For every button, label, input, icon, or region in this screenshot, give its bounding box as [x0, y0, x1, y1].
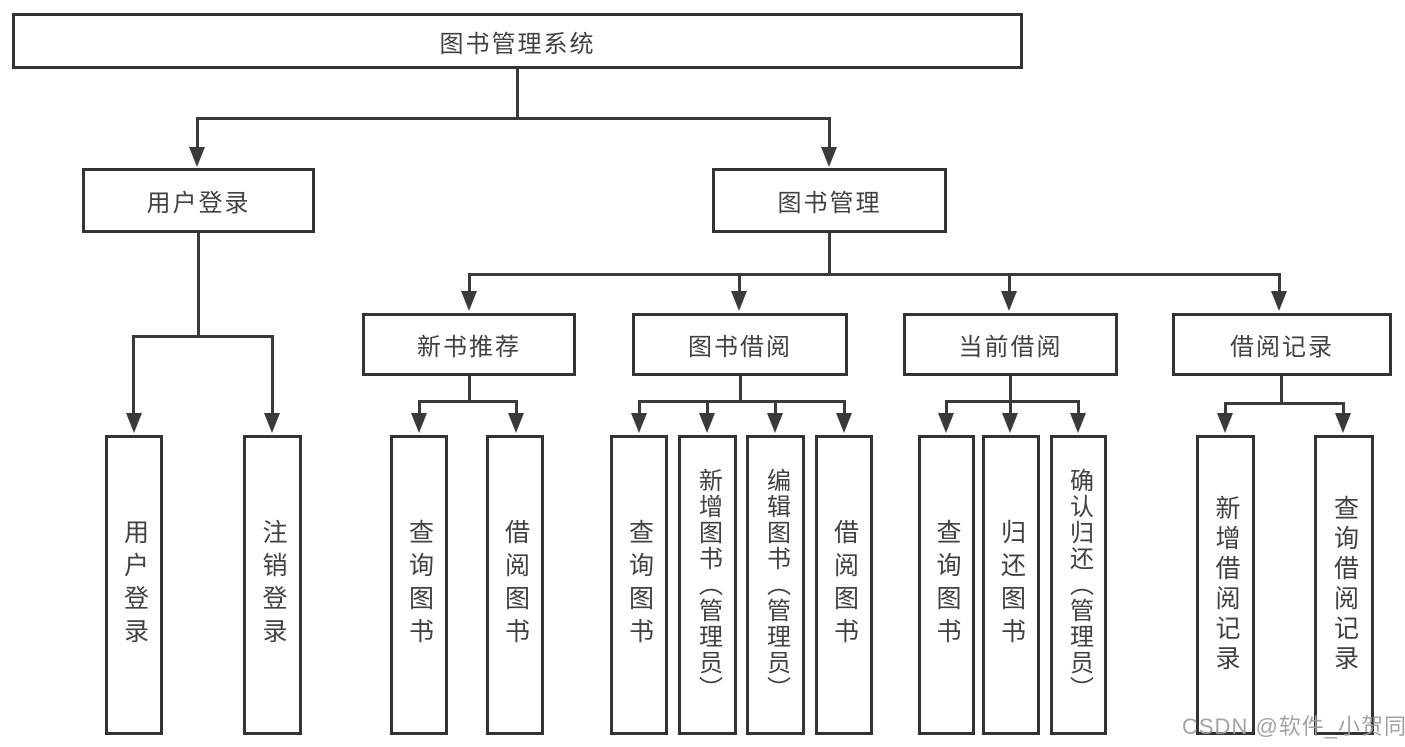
connector-line — [132, 335, 273, 338]
node-borrowing-records: 借阅记录 — [1172, 313, 1392, 376]
connector-line — [197, 117, 831, 120]
node-label: 查询借阅记录 — [1330, 495, 1359, 675]
connector-line — [468, 376, 471, 402]
arrow-down-icon — [938, 413, 954, 433]
node-label: 用户登录 — [146, 190, 251, 217]
connector-line — [132, 335, 135, 417]
connector-line — [418, 400, 518, 403]
node-new-book-recommendation: 新书推荐 — [362, 313, 576, 376]
node-book-management: 图书管理 — [712, 168, 947, 233]
connector-line — [706, 400, 709, 416]
node-label: 查询图书 — [625, 519, 654, 651]
arrow-down-icon — [731, 291, 747, 311]
arrow-down-icon — [631, 413, 647, 433]
node-label: 图书借阅 — [688, 334, 792, 361]
connector-line — [738, 273, 741, 295]
node-label: 图书管理 — [777, 190, 882, 217]
leaf-query-books-current: 查询图书 — [918, 435, 975, 735]
arrow-down-icon — [189, 147, 205, 167]
node-label: 查询图书 — [405, 519, 434, 651]
connector-line — [828, 117, 831, 151]
connector-line — [1009, 400, 1012, 416]
node-label: 借阅记录 — [1230, 334, 1334, 361]
arrow-down-icon — [411, 413, 427, 433]
arrow-down-icon — [508, 413, 524, 433]
connector-line — [638, 400, 641, 416]
node-label: 新增借阅记录 — [1212, 495, 1240, 675]
connector-line — [945, 400, 1079, 403]
arrow-down-icon — [767, 413, 783, 433]
leaf-query-borrow-record: 查询借阅记录 — [1314, 435, 1374, 735]
connector-line — [196, 117, 199, 151]
connector-line — [1009, 376, 1012, 402]
leaf-query-books-recommend: 查询图书 — [390, 435, 448, 735]
node-label: 当前借阅 — [958, 334, 1063, 361]
connector-line — [516, 68, 519, 118]
node-label: 查询图书 — [933, 519, 961, 651]
connector-line — [843, 400, 846, 416]
leaf-return-books: 归还图书 — [982, 435, 1040, 735]
connector-line — [774, 400, 777, 416]
connector-line — [1008, 273, 1011, 295]
node-label: 注销登录 — [259, 519, 287, 651]
leaf-logout: 注销登录 — [243, 435, 302, 735]
node-label: 新增图书（管理员） — [694, 468, 722, 702]
watermark: CSDN @软件_小贺同学 — [1182, 714, 1405, 739]
arrow-down-icon — [836, 413, 852, 433]
connector-line — [468, 273, 1281, 276]
node-current-borrowing: 当前借阅 — [903, 313, 1118, 376]
arrow-down-icon — [1001, 291, 1017, 311]
connector-line — [945, 400, 948, 416]
arrow-down-icon — [126, 413, 142, 433]
arrow-down-icon — [1335, 413, 1351, 433]
connector-line — [197, 233, 200, 337]
leaf-add-borrow-record: 新增借阅记录 — [1196, 435, 1255, 735]
node-label: 编辑图书（管理员） — [762, 468, 790, 702]
leaf-edit-books-admin: 编辑图书（管理员） — [746, 435, 805, 735]
node-label: 新书推荐 — [417, 334, 521, 361]
leaf-add-books-admin: 新增图书（管理员） — [678, 435, 737, 735]
arrow-down-icon — [1070, 413, 1086, 433]
connector-line — [1224, 402, 1227, 416]
node-user-login: 用户登录 — [82, 168, 315, 233]
arrow-down-icon — [461, 291, 477, 311]
connector-line — [418, 400, 421, 416]
connector-line — [1342, 402, 1345, 416]
node-label: 用户登录 — [120, 519, 149, 651]
connector-line — [468, 273, 471, 295]
leaf-confirm-return-admin: 确认归还（管理员） — [1050, 435, 1107, 735]
leaf-user-login: 用户登录 — [105, 435, 163, 735]
node-label: 确认归还（管理员） — [1065, 468, 1093, 702]
arrow-down-icon — [1002, 413, 1018, 433]
connector-line — [828, 233, 831, 275]
node-label: 借阅图书 — [830, 519, 859, 651]
arrow-down-icon — [1271, 291, 1287, 311]
connector-line — [1077, 400, 1080, 416]
connector-line — [739, 376, 742, 402]
leaf-query-books-borrow: 查询图书 — [610, 435, 668, 735]
node-label: 归还图书 — [997, 519, 1026, 651]
connector-line — [1224, 402, 1344, 405]
arrow-down-icon — [821, 147, 837, 167]
node-label: 借阅图书 — [501, 519, 530, 651]
node-book-borrowing: 图书借阅 — [632, 313, 848, 376]
leaf-borrow-books-recommend: 借阅图书 — [486, 435, 544, 735]
connector-line — [638, 400, 845, 403]
connector-line — [271, 335, 274, 417]
arrow-down-icon — [264, 413, 280, 433]
connector-line — [1280, 376, 1283, 404]
leaf-borrow-books: 借阅图书 — [815, 435, 873, 735]
node-library-management-system: 图书管理系统 — [12, 13, 1023, 69]
connector-line — [1278, 273, 1281, 295]
arrow-down-icon — [699, 413, 715, 433]
node-label: 图书管理系统 — [439, 30, 596, 58]
arrow-down-icon — [1217, 413, 1233, 433]
connector-line — [515, 400, 518, 416]
